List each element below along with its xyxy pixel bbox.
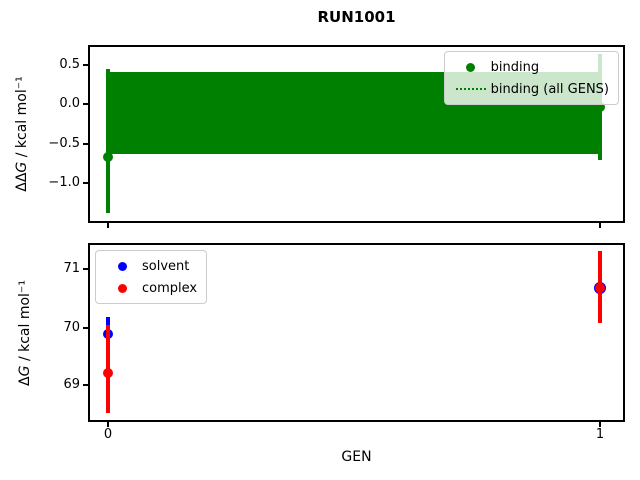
ytick-label: 71 [63, 261, 80, 276]
binding-marker-icon [454, 62, 488, 72]
ytick-mark [83, 182, 88, 184]
legend-label: solvent [142, 258, 190, 274]
legend-entry-complex: complex [105, 277, 197, 299]
top-y-axis-title: ΔΔG / kcal mol⁻¹ [14, 59, 30, 209]
ytick-label: 0.5 [59, 57, 80, 72]
solvent-marker-icon [105, 261, 139, 271]
ytick-mark [83, 384, 88, 386]
xtick-mark [599, 223, 601, 228]
dotted-line-icon [454, 88, 488, 90]
ytick-mark [83, 268, 88, 270]
ytick-label: 0.0 [59, 96, 80, 111]
binding-point-gen1 [595, 102, 605, 112]
complex-point-gen0 [103, 368, 113, 378]
ytick-mark [83, 327, 88, 329]
y-axis-title-prefix: Δ [17, 376, 33, 386]
binding-point-gen0 [103, 152, 113, 162]
bottom-plot-axes: solvent complex [83, 243, 625, 427]
ytick-label: −0.5 [48, 136, 80, 151]
xtick-label: 1 [595, 427, 605, 442]
legend-entry-solvent: solvent [105, 255, 197, 277]
xtick-mark [599, 422, 601, 427]
legend-entry-binding-all-gens: binding (all GENS) [454, 78, 609, 100]
complex-marker-icon [105, 283, 139, 293]
x-axis-title: GEN [341, 449, 372, 465]
y-axis-title-prefix: ΔΔ [14, 172, 30, 192]
ytick-label: −1.0 [48, 175, 80, 190]
ytick-mark [83, 103, 88, 105]
y-axis-title-variable: G [17, 365, 33, 377]
y-axis-title-units: / kcal mol⁻¹ [14, 76, 30, 162]
legend-label: complex [142, 280, 198, 296]
xtick-mark [107, 223, 109, 228]
ytick-label: 69 [63, 377, 80, 392]
y-axis-title-units: / kcal mol⁻¹ [17, 280, 33, 366]
top-plot-axes: binding binding (all GENS) [83, 45, 625, 228]
xtick-mark [107, 422, 109, 427]
legend-entry-binding: binding [454, 56, 609, 78]
bottom-legend: solvent complex [95, 250, 208, 304]
binding-errorbar-gen0 [106, 69, 110, 213]
ytick-label: 70 [63, 320, 80, 335]
legend-label: binding [490, 59, 540, 75]
figure-title: RUN1001 [317, 8, 396, 26]
legend-label: binding (all GENS) [490, 81, 609, 97]
bottom-y-axis-title: ΔG / kcal mol⁻¹ [17, 266, 33, 400]
ytick-mark [83, 143, 88, 145]
xtick-label: 0 [103, 427, 113, 442]
top-legend: binding binding (all GENS) [443, 51, 619, 105]
y-axis-title-variable: G [14, 161, 30, 173]
ytick-mark [83, 64, 88, 66]
complex-point-gen1 [595, 283, 605, 293]
